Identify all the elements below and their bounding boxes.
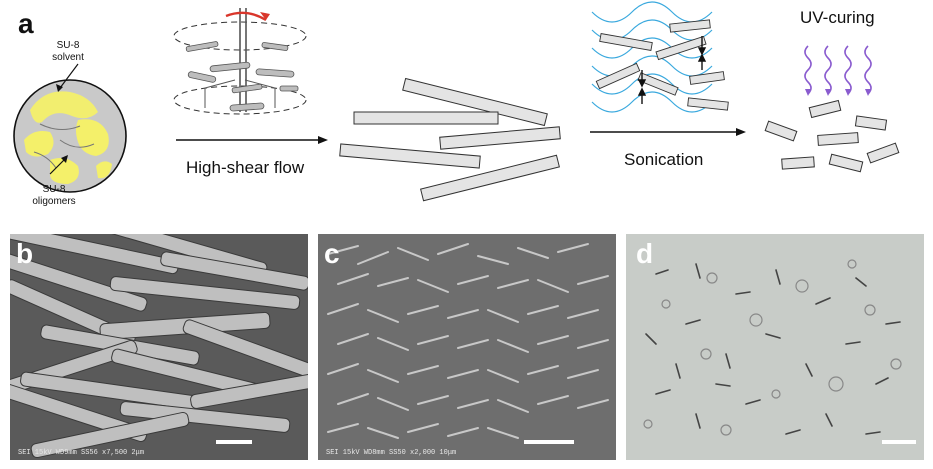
high-shear-mixer [173,8,307,115]
rotation-arrow-head [260,12,270,20]
panel-b-letter: b [16,238,34,269]
step1-label: High-shear flow [186,158,305,177]
short-rods [764,99,900,173]
step2-label: Sonication [624,150,704,169]
panel-d-scalebar [882,440,916,444]
oligomer-label: SU-8 oligomers [32,184,76,207]
panel-c-letter: c [324,238,340,269]
solvent-pointer [59,63,79,89]
break-arrows [637,36,707,104]
panel-b-footer: SEI 15kV WD9mm SS56 x7,500 2μm [18,449,145,457]
panel-c-micrograph: c SEI 15kV WD8mm SS50 x2,000 10μm [318,234,616,460]
step3-label: UV-curing [800,8,875,27]
panel-d-particles [643,259,902,436]
oligomer-pointer [49,157,67,175]
mixer-fragments [185,41,299,112]
panel-b-rods [10,234,308,459]
solvent-label: SU-8 solvent [52,40,84,63]
sonicated-rods [595,19,729,111]
panel-d-letter: d [636,238,654,269]
panel-a-schematic [13,1,900,202]
uv-rays [804,45,872,95]
panel-a-letter: a [18,8,34,39]
panel-c-footer: SEI 15kV WD8mm SS50 x2,000 10μm [326,449,457,457]
panel-d-micrograph: d [626,234,924,460]
panel-c-scalebar [524,440,574,444]
su8-droplet [13,79,127,193]
panel-b-scalebar [216,440,252,444]
sonication-field [591,1,713,113]
panel-b-micrograph: b SEI 15kV WD9mm SS56 x7,500 2μm [10,234,308,460]
long-rods [339,77,561,202]
panel-c-rods [327,243,609,439]
